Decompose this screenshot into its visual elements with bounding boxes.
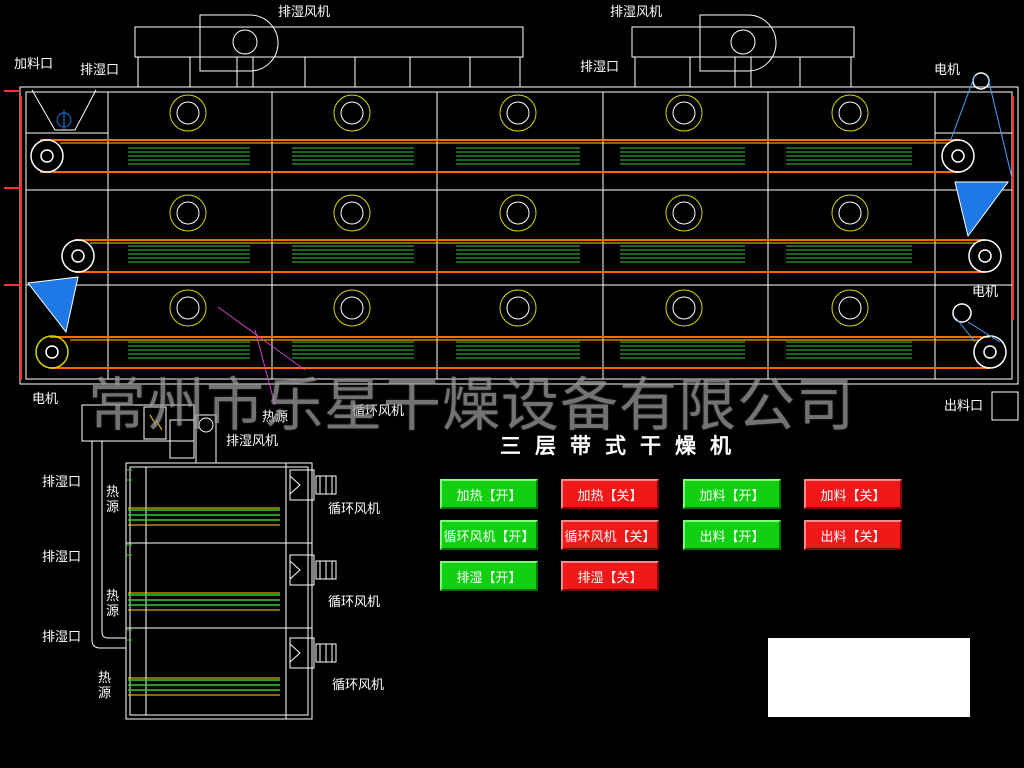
dehumidify-on-button[interactable]: 排湿【开】 bbox=[440, 561, 538, 591]
side-view-belts bbox=[126, 469, 280, 696]
label-heat-source-main: 热源 bbox=[262, 410, 289, 425]
label-circulation-fan-main: 循环风机 bbox=[352, 404, 405, 419]
top-exhaust-fan-right bbox=[631, 14, 855, 88]
feed-hopper bbox=[31, 89, 97, 131]
side-circulation-fan-2: 循环风机 bbox=[328, 595, 381, 610]
label-exhaust-port-left: 排湿口 bbox=[80, 63, 120, 78]
heating-off-button[interactable]: 加热【关】 bbox=[561, 479, 659, 509]
heater-coils bbox=[127, 147, 913, 359]
dryer-frame bbox=[19, 86, 1019, 385]
machine-title: 三层带式干燥机 bbox=[500, 434, 745, 458]
circulation-fan-off-button[interactable]: 循环风机【关】 bbox=[561, 520, 659, 550]
status-panel bbox=[768, 638, 970, 717]
side-circulation-fan-3: 循环风机 bbox=[332, 678, 385, 693]
discharge-on-button[interactable]: 出料【开】 bbox=[683, 520, 781, 550]
label-exhaust-fan-top-left: 排湿风机 bbox=[278, 5, 331, 20]
side-exhaust-port-3: 排湿口 bbox=[42, 630, 82, 645]
label-motor-top-right: 电机 bbox=[934, 63, 961, 78]
label-discharge-port: 出料口 bbox=[944, 399, 984, 414]
airflow-line-2 bbox=[254, 329, 276, 406]
hoppers bbox=[27, 181, 1009, 334]
side-heat-source-3: 热 源 bbox=[98, 671, 112, 701]
airflow-line bbox=[217, 306, 306, 371]
dehumidify-off-button[interactable]: 排湿【关】 bbox=[561, 561, 659, 591]
label-feed-inlet: 加料口 bbox=[14, 57, 54, 72]
left-edge-pipes bbox=[4, 90, 1014, 380]
feeding-off-button[interactable]: 加料【关】 bbox=[804, 479, 902, 509]
label-exhaust-fan-side: 排湿风机 bbox=[226, 434, 279, 449]
motor-drive-lines bbox=[949, 74, 1013, 343]
heating-on-button[interactable]: 加热【开】 bbox=[440, 479, 538, 509]
top-exhaust-fan-left bbox=[134, 14, 524, 88]
circulation-fan-on-button[interactable]: 循环风机【开】 bbox=[440, 520, 538, 550]
fan-rings bbox=[169, 94, 869, 327]
label-exhaust-fan-top-right: 排湿风机 bbox=[610, 5, 663, 20]
side-heat-source-1: 热 源 bbox=[106, 485, 120, 515]
side-circulation-fan-1: 循环风机 bbox=[328, 502, 381, 517]
label-motor-bottom-left: 电机 bbox=[32, 392, 59, 407]
side-exhaust-port-2: 排湿口 bbox=[42, 550, 82, 565]
side-exhaust-port-1: 排湿口 bbox=[42, 475, 82, 490]
discharge-off-button[interactable]: 出料【关】 bbox=[804, 520, 902, 550]
label-exhaust-port-right: 排湿口 bbox=[580, 60, 620, 75]
conveyor-belts bbox=[40, 139, 990, 369]
belt-highlights bbox=[60, 142, 980, 341]
discharge-box bbox=[991, 391, 1019, 421]
side-heat-source-2: 热 源 bbox=[106, 589, 120, 619]
side-view-dryer bbox=[91, 441, 337, 720]
feeding-on-button[interactable]: 加料【开】 bbox=[683, 479, 781, 509]
label-motor-mid-right: 电机 bbox=[972, 285, 999, 300]
